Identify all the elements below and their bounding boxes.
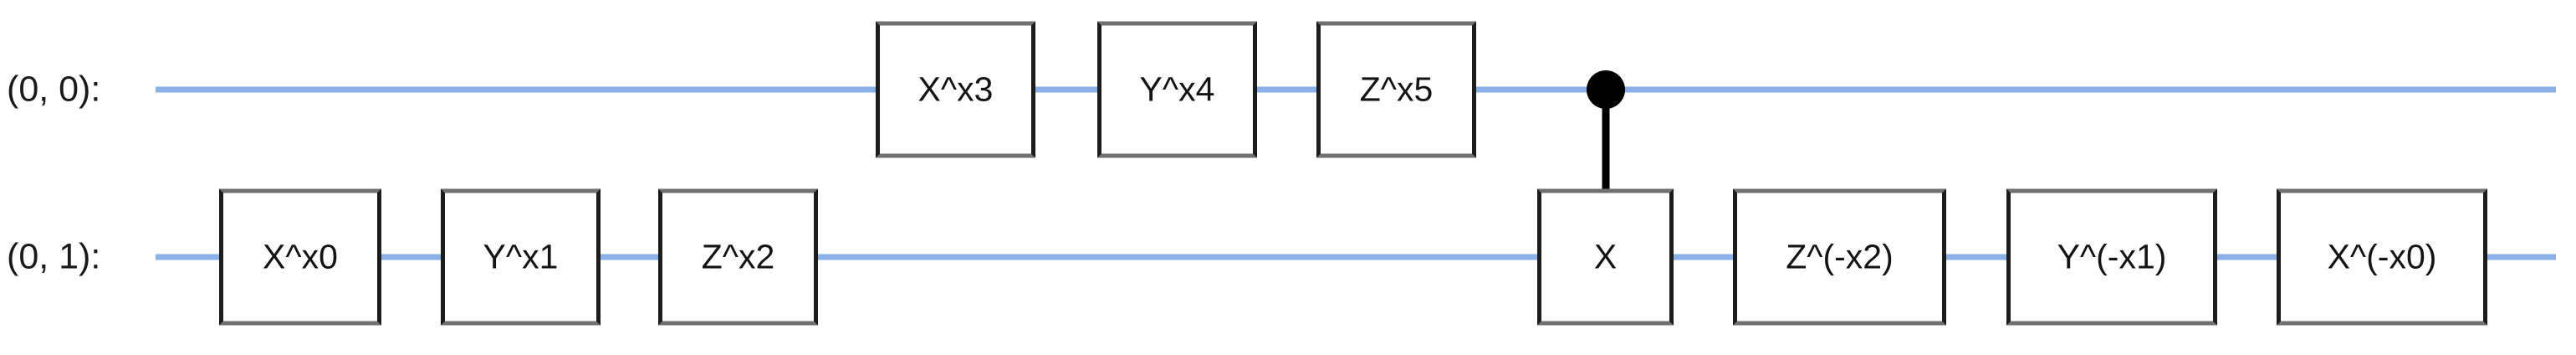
gate-label: Y^x4 <box>1139 69 1215 109</box>
gate-label: Z^x2 <box>701 237 775 276</box>
wire-qubit-1 <box>156 254 2556 260</box>
gate-x-pow-x0[interactable]: X^x0 <box>219 188 381 326</box>
qubit-label-0: (0, 0): <box>7 69 101 110</box>
cnot-control-dot[interactable] <box>1587 70 1625 109</box>
gate-y-pow-x4[interactable]: Y^x4 <box>1097 21 1257 158</box>
gate-z-pow-x5[interactable]: Z^x5 <box>1316 21 1476 158</box>
gate-y-pow-neg-x1[interactable]: Y^(-x1) <box>2006 188 2217 326</box>
gate-label: X <box>1593 237 1618 276</box>
gate-label: Y^x1 <box>483 237 559 276</box>
cnot-connector-line <box>1602 90 1610 191</box>
gate-z-pow-neg-x2[interactable]: Z^(-x2) <box>1733 188 1946 326</box>
gate-label: X^(-x0) <box>2327 237 2437 276</box>
gate-cnot-target-x[interactable]: X <box>1537 188 1674 326</box>
gate-y-pow-x1[interactable]: Y^x1 <box>441 188 601 326</box>
gate-label: Y^(-x1) <box>2057 237 2167 276</box>
gate-label: X^x0 <box>263 237 338 276</box>
gate-x-pow-x3[interactable]: X^x3 <box>876 21 1035 158</box>
qubit-label-1: (0, 1): <box>7 236 101 277</box>
gate-x-pow-neg-x0[interactable]: X^(-x0) <box>2277 188 2487 326</box>
gate-z-pow-x2[interactable]: Z^x2 <box>658 188 818 326</box>
gate-label: Z^(-x2) <box>1786 237 1894 276</box>
gate-label: Z^x5 <box>1359 69 1434 109</box>
gate-label: X^x3 <box>917 69 994 109</box>
